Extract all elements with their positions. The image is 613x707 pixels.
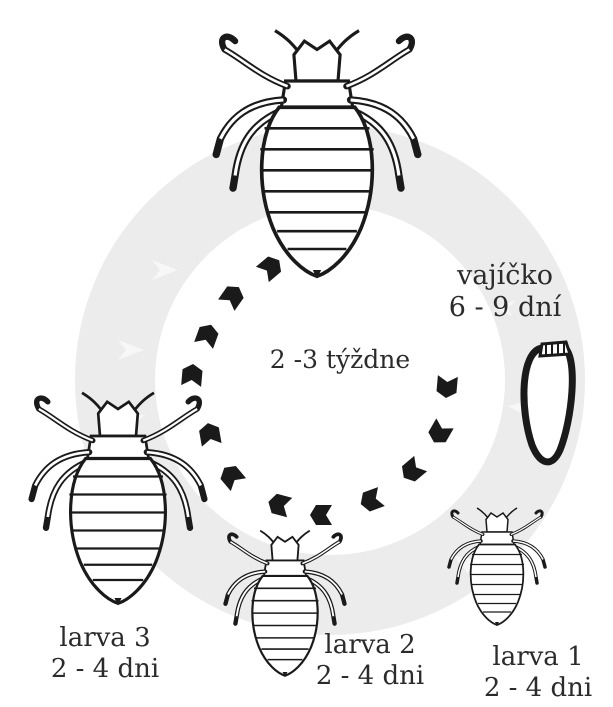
stage-duration: 2 - 4 dni <box>300 661 440 692</box>
stage-label-larva-3: larva 3 2 - 4 dni <box>35 623 175 685</box>
stage-name: vajíčko <box>425 260 585 292</box>
stage-label-larva-2: larva 2 2 - 4 dni <box>300 630 440 692</box>
stage-label-egg: vajíčko 6 - 9 dní <box>425 260 585 325</box>
stage-name: larva 3 <box>35 623 175 654</box>
stage-duration: 6 - 9 dní <box>425 292 585 324</box>
stage-duration: 2 - 4 dni <box>35 654 175 685</box>
egg-icon <box>524 342 572 462</box>
cycle-duration-label: 2 -3 týždne <box>240 345 440 375</box>
stage-name: larva 1 <box>468 642 608 673</box>
stage-duration: 2 - 4 dni <box>468 673 608 704</box>
stage-name: larva 2 <box>300 630 440 661</box>
stage-label-larva-1: larva 1 2 - 4 dni <box>468 642 608 704</box>
cycle-arrow-icon <box>181 253 458 525</box>
